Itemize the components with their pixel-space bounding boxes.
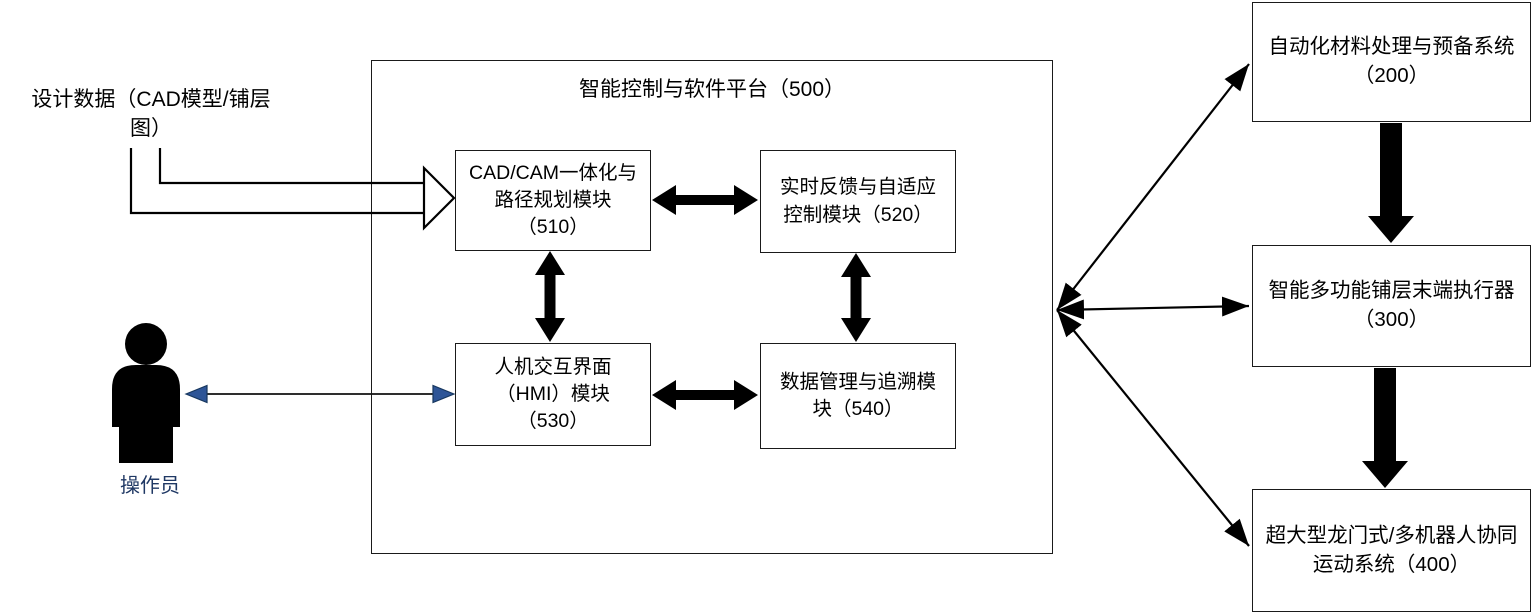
subsystem-200-line: 自动化材料处理与预备系统 bbox=[1268, 35, 1515, 59]
subsystem-box-400: 超大型龙门式/多机器人协同 运动系统（400） bbox=[1252, 489, 1531, 612]
module-530-line: （530） bbox=[517, 410, 589, 433]
design-data-line1: 设计数据（CAD模型/铺层 bbox=[31, 88, 271, 111]
subsystem-400-line: 超大型龙门式/多机器人协同 bbox=[1265, 523, 1518, 547]
module-box-510: CAD/CAM一体化与 路径规划模块 （510） bbox=[455, 150, 651, 251]
platform-container-box bbox=[371, 60, 1053, 554]
subsystem-300-line: （300） bbox=[1353, 308, 1430, 331]
person-icon bbox=[112, 323, 180, 463]
subsystem-200-line: （200） bbox=[1353, 64, 1430, 87]
platform-300-arrow bbox=[1056, 296, 1250, 320]
platform-title: 智能控制与软件平台（500） bbox=[578, 78, 846, 101]
design-data-label: 设计数据（CAD模型/铺层 图） bbox=[8, 86, 294, 144]
module-520-line: 实时反馈与自适应 bbox=[779, 176, 936, 199]
module-510-line: （510） bbox=[517, 216, 589, 239]
subsystem-300-line: 智能多功能铺层末端执行器 bbox=[1268, 279, 1515, 303]
design-data-line2: 图） bbox=[130, 116, 172, 140]
module-box-540: 数据管理与追溯模 块（540） bbox=[760, 343, 956, 449]
subsystem-400-line: 运动系统（400） bbox=[1312, 552, 1471, 576]
module-530-line: （HMI）模块 bbox=[496, 382, 610, 405]
module-530-line: 人机交互界面 bbox=[494, 355, 612, 378]
subsystem-box-300: 智能多功能铺层末端执行器 （300） bbox=[1252, 245, 1531, 367]
module-540-line: 块（540） bbox=[812, 398, 904, 420]
module-540-line: 数据管理与追溯模 bbox=[779, 370, 936, 393]
module-520-line: 控制模块（520） bbox=[783, 203, 933, 226]
module-510-line: 路径规划模块 bbox=[494, 188, 612, 211]
arrow-200-300 bbox=[1368, 123, 1414, 243]
module-box-530: 人机交互界面 （HMI）模块 （530） bbox=[455, 343, 651, 446]
module-510-line: CAD/CAM一体化与 bbox=[469, 161, 637, 184]
platform-400-arrow bbox=[1056, 309, 1250, 547]
module-box-520: 实时反馈与自适应 控制模块（520） bbox=[760, 150, 956, 253]
operator-label: 操作员 bbox=[120, 475, 180, 497]
subsystem-box-200: 自动化材料处理与预备系统 （200） bbox=[1252, 2, 1531, 122]
platform-200-arrow bbox=[1056, 63, 1250, 311]
arrow-300-400 bbox=[1362, 368, 1408, 488]
